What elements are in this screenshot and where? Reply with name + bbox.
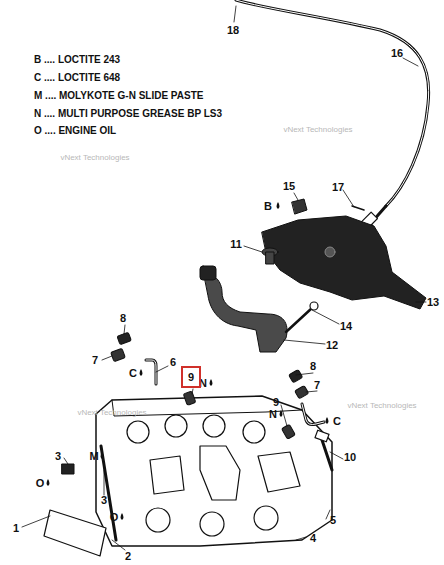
callout-number: 15 (283, 181, 295, 192)
callout-number: 11 (230, 239, 242, 250)
boss (200, 512, 224, 536)
callout-number: 6 (170, 357, 176, 368)
head-port (150, 456, 184, 494)
callout-number: M (89, 451, 98, 462)
boss (127, 421, 149, 443)
callout-number: B (264, 201, 272, 212)
product-drops (47, 202, 329, 520)
callout-number: 1 (13, 523, 19, 534)
watermark: vNext Technologies (347, 402, 416, 410)
legend-text: C .... LOCTITE 648 (34, 73, 120, 83)
leader-lines (22, 6, 426, 550)
throttle-cable (236, 0, 429, 206)
elbow-6-bore (302, 404, 324, 425)
cylinder-head (96, 396, 332, 546)
pin-9 (183, 391, 196, 405)
callout-number: C (333, 416, 341, 427)
callout-number: 10 (344, 452, 356, 463)
callout-number: 3 (55, 451, 61, 462)
callout-number: C (129, 368, 137, 379)
callout-number: 5 (330, 515, 336, 526)
callout-number: 7 (92, 355, 98, 366)
callout-number: N (269, 409, 277, 420)
callout-number: 12 (326, 340, 338, 351)
bracket-hole (325, 247, 335, 257)
plug-15 (292, 199, 307, 214)
head-port (258, 452, 300, 492)
watermark: vNext Technologies (283, 126, 352, 134)
nut-7 (111, 348, 126, 362)
callout-number: 7 (314, 380, 320, 391)
callout-number: 9 (188, 372, 194, 383)
boss (165, 415, 187, 437)
bolt-10-head (315, 430, 329, 442)
head-port (200, 446, 240, 500)
bolt-10 (322, 440, 332, 470)
nut-3 (62, 464, 74, 474)
cable-bracket (262, 216, 426, 309)
boss (203, 415, 225, 437)
callout-number: 14 (340, 321, 352, 332)
callout-number: 9 (273, 397, 279, 408)
throttle-lever (204, 274, 287, 352)
elbow-6-bore (146, 360, 156, 384)
plate-1 (44, 510, 106, 556)
callout-number: 8 (120, 313, 126, 324)
watermark: vNext Technologies (77, 409, 146, 417)
bolt-14 (286, 308, 312, 332)
legend-text: B .... LOCTITE 243 (34, 55, 120, 65)
callout-number: O (110, 512, 119, 523)
callout-number: 3 (101, 495, 107, 506)
cable-core (236, 0, 429, 206)
callout-number: 16 (391, 48, 403, 59)
elbow-6 (302, 404, 324, 425)
legend-text: N .... MULTI PURPOSE GREASE BP LS3 (34, 109, 222, 119)
callout-number: 18 (227, 25, 239, 36)
legend-text: O .... ENGINE OIL (34, 126, 116, 136)
elbow-6 (146, 360, 156, 384)
cap-11-body (266, 252, 274, 264)
highlight-box: 9 (181, 366, 201, 388)
callout-number: 2 (125, 551, 131, 562)
bolt-14-head (310, 302, 318, 310)
legend-text: M .... MOLYKOTE G-N SLIDE PASTE (34, 91, 203, 101)
boss (146, 508, 170, 532)
watermark: vNext Technologies (60, 154, 129, 162)
callout-number: O (36, 478, 45, 489)
boss (243, 421, 265, 443)
callout-number: 13 (427, 297, 439, 308)
pin-9 (282, 424, 296, 439)
lever-end (200, 266, 216, 280)
plug-8 (289, 370, 303, 383)
callout-number: 17 (332, 182, 344, 193)
callout-number: 8 (310, 361, 316, 372)
boss (254, 506, 278, 530)
stud-3 (101, 446, 116, 540)
callout-number: 4 (310, 533, 316, 544)
